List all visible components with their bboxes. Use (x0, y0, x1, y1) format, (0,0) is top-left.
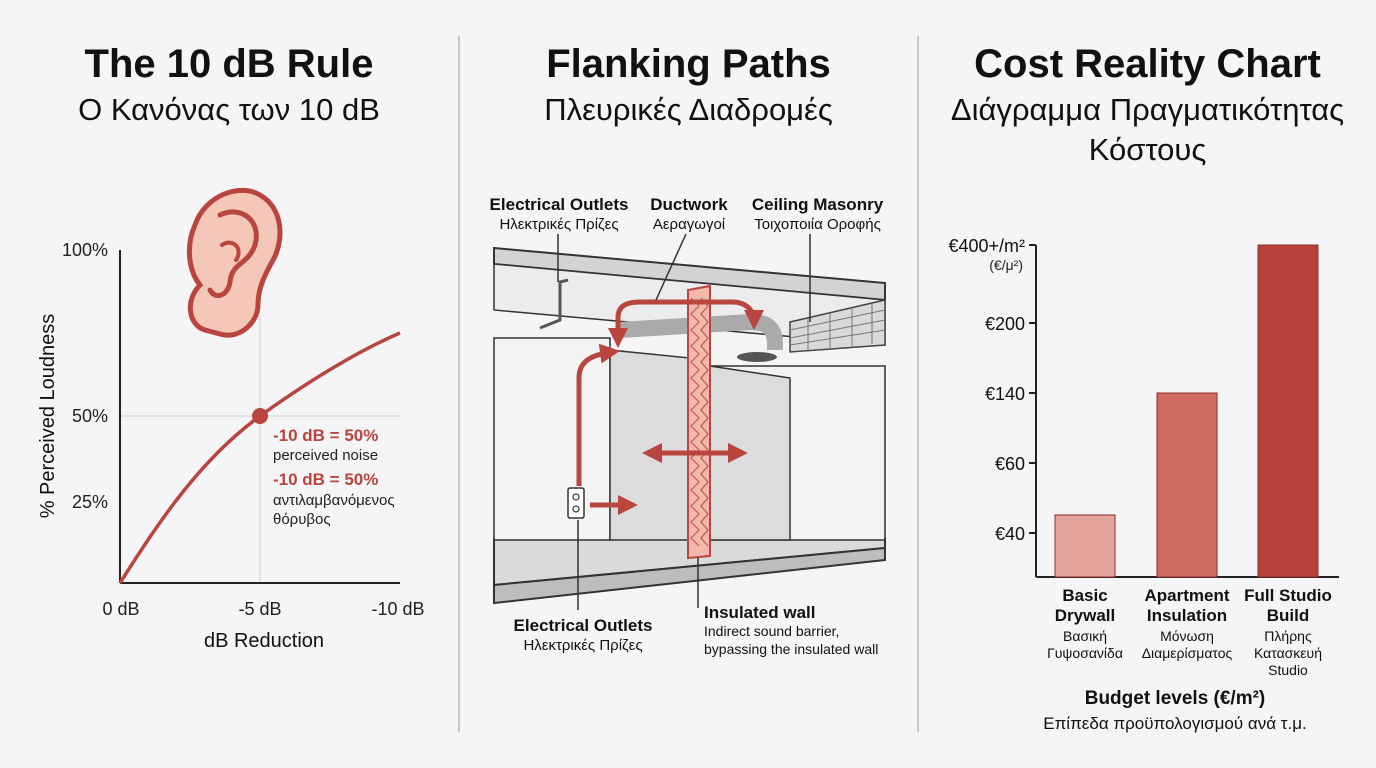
label-gr: Τοιχοποιία Οροφής (754, 216, 881, 233)
flanking-arrow-duct (608, 299, 764, 348)
panel-subtitle: Διάγραμμα Πραγματικότητας (950, 92, 1345, 127)
y-tick-label: €60 (995, 454, 1025, 474)
category-label: Κατασκευή (1254, 645, 1322, 661)
panel-divider (458, 36, 460, 732)
leader-line (655, 233, 687, 301)
label-en: Electrical Outlets (489, 195, 629, 214)
panel-flanking-paths: Flanking Paths Πλευρικές Διαδρομές (460, 0, 917, 768)
category-label: Γυψοσανίδα (1047, 645, 1123, 661)
label-en: Insulated wall (704, 603, 816, 622)
y-tick-label: 100% (62, 240, 108, 260)
label-outlets-top: Electrical Outlets Ηλεκτρικές Πρίζες (474, 195, 644, 235)
annotation-text-gr: θόρυβος (273, 511, 331, 528)
category-label: Studio (1268, 662, 1308, 678)
label-ceiling-masonry: Ceiling Masonry Τοιχοποιία Οροφής (740, 195, 895, 235)
insulated-wall (687, 284, 711, 560)
floor-edge (493, 546, 886, 605)
half-loudness-point (252, 408, 268, 424)
panel-10db-rule: The 10 dB Rule Ο Κανόνας των 10 dB 100% … (0, 0, 458, 768)
y-tick-label: 50% (72, 406, 108, 426)
x-axis-subtitle: Επίπεδα προϋπολογισμού ανά τ.μ. (1043, 714, 1307, 733)
x-axis-title: dB Reduction (204, 630, 324, 652)
category-label: Πλήρης (1264, 628, 1312, 644)
flanking-arrow-outlet (576, 343, 620, 486)
annotation-value-en: -10 dB = 50% (273, 426, 378, 445)
duct-vent (737, 352, 777, 362)
y-tick-label: €400+/m² (948, 236, 1025, 256)
label-en: Electrical Outlets (513, 616, 653, 635)
x-tick-label: -10 dB (371, 599, 424, 619)
outlet-bracket (539, 278, 569, 330)
panel-cost-chart: Cost Reality Chart Διάγραμμα Πραγματικότ… (919, 0, 1376, 768)
category-label: Build (1267, 606, 1310, 625)
y-tick-label: 25% (72, 492, 108, 512)
category-label: Full Studio (1244, 586, 1332, 605)
category-label: Apartment (1144, 586, 1229, 605)
loudness-chart: 100% 50% 25% 0 dB -5 dB -10 dB dB Reduct… (37, 188, 425, 652)
bar-2 (1257, 244, 1319, 578)
category-label: Insulation (1147, 606, 1227, 625)
category-label: Βασική (1063, 628, 1107, 644)
category-label: Drywall (1055, 606, 1115, 625)
label-outlets-bottom: Electrical Outlets Ηλεκτρικές Πρίζες (498, 616, 668, 656)
category-label: Διαμερίσματος (1142, 645, 1233, 661)
room-left-wall (609, 349, 691, 541)
y-tick-label: €200 (985, 314, 1025, 334)
x-tick-label: -5 dB (238, 599, 281, 619)
label-desc: Indirect sound barrier, (704, 623, 840, 639)
cost-chart: €400+/m² €200 €140 €60 €40 BasicDrywallΒασικ… (948, 236, 1339, 733)
label-desc: bypassing the insulated wall (704, 641, 879, 657)
label-gr: Ηλεκτρικές Πρίζες (523, 637, 643, 654)
category-label: Μόνωση (1160, 628, 1214, 644)
label-insulated-wall: Insulated wall Indirect sound barrier, b… (704, 604, 909, 658)
annotation-value-gr: -10 dB = 50% (273, 470, 378, 489)
label-en: Ductwork (650, 195, 728, 214)
panel-divider (917, 36, 919, 732)
label-gr: Ηλεκτρικές Πρίζες (499, 216, 619, 233)
label-en: Ceiling Masonry (751, 195, 884, 214)
y-tick-label: €140 (985, 384, 1025, 404)
ceiling-masonry (789, 299, 886, 353)
bar-0 (1054, 514, 1116, 578)
x-tick-label: 0 dB (102, 599, 139, 619)
category-label: Basic (1062, 586, 1107, 605)
x-axis-title: Budget levels (€/m²) (1085, 688, 1266, 709)
flanking-diagram (493, 233, 886, 610)
room-left-back (493, 337, 611, 541)
panel-subtitle: Πλευρικές Διαδρομές (544, 92, 833, 127)
unit-label: (€/μ²) (989, 257, 1023, 273)
y-tick-label: €40 (995, 524, 1025, 544)
panel-title: The 10 dB Rule (84, 42, 374, 86)
y-axis-title: % Perceived Loudness (37, 314, 59, 519)
panel-title: Flanking Paths (546, 42, 831, 86)
label-ductwork: Ductwork Αεραγωγοί (630, 195, 748, 235)
panel-subtitle: Ο Κανόνας των 10 dB (78, 92, 380, 127)
annotation-text-en: perceived noise (273, 447, 378, 464)
label-gr: Αεραγωγοί (652, 216, 726, 233)
ear-icon (186, 188, 283, 338)
panel-title: Cost Reality Chart (974, 42, 1321, 86)
bar-1 (1156, 392, 1218, 578)
electrical-outlet-icon (567, 487, 585, 519)
panel-subtitle: Κόστους (1088, 132, 1207, 167)
annotation-text-gr: αντιλαμβανόμενος (273, 492, 395, 509)
